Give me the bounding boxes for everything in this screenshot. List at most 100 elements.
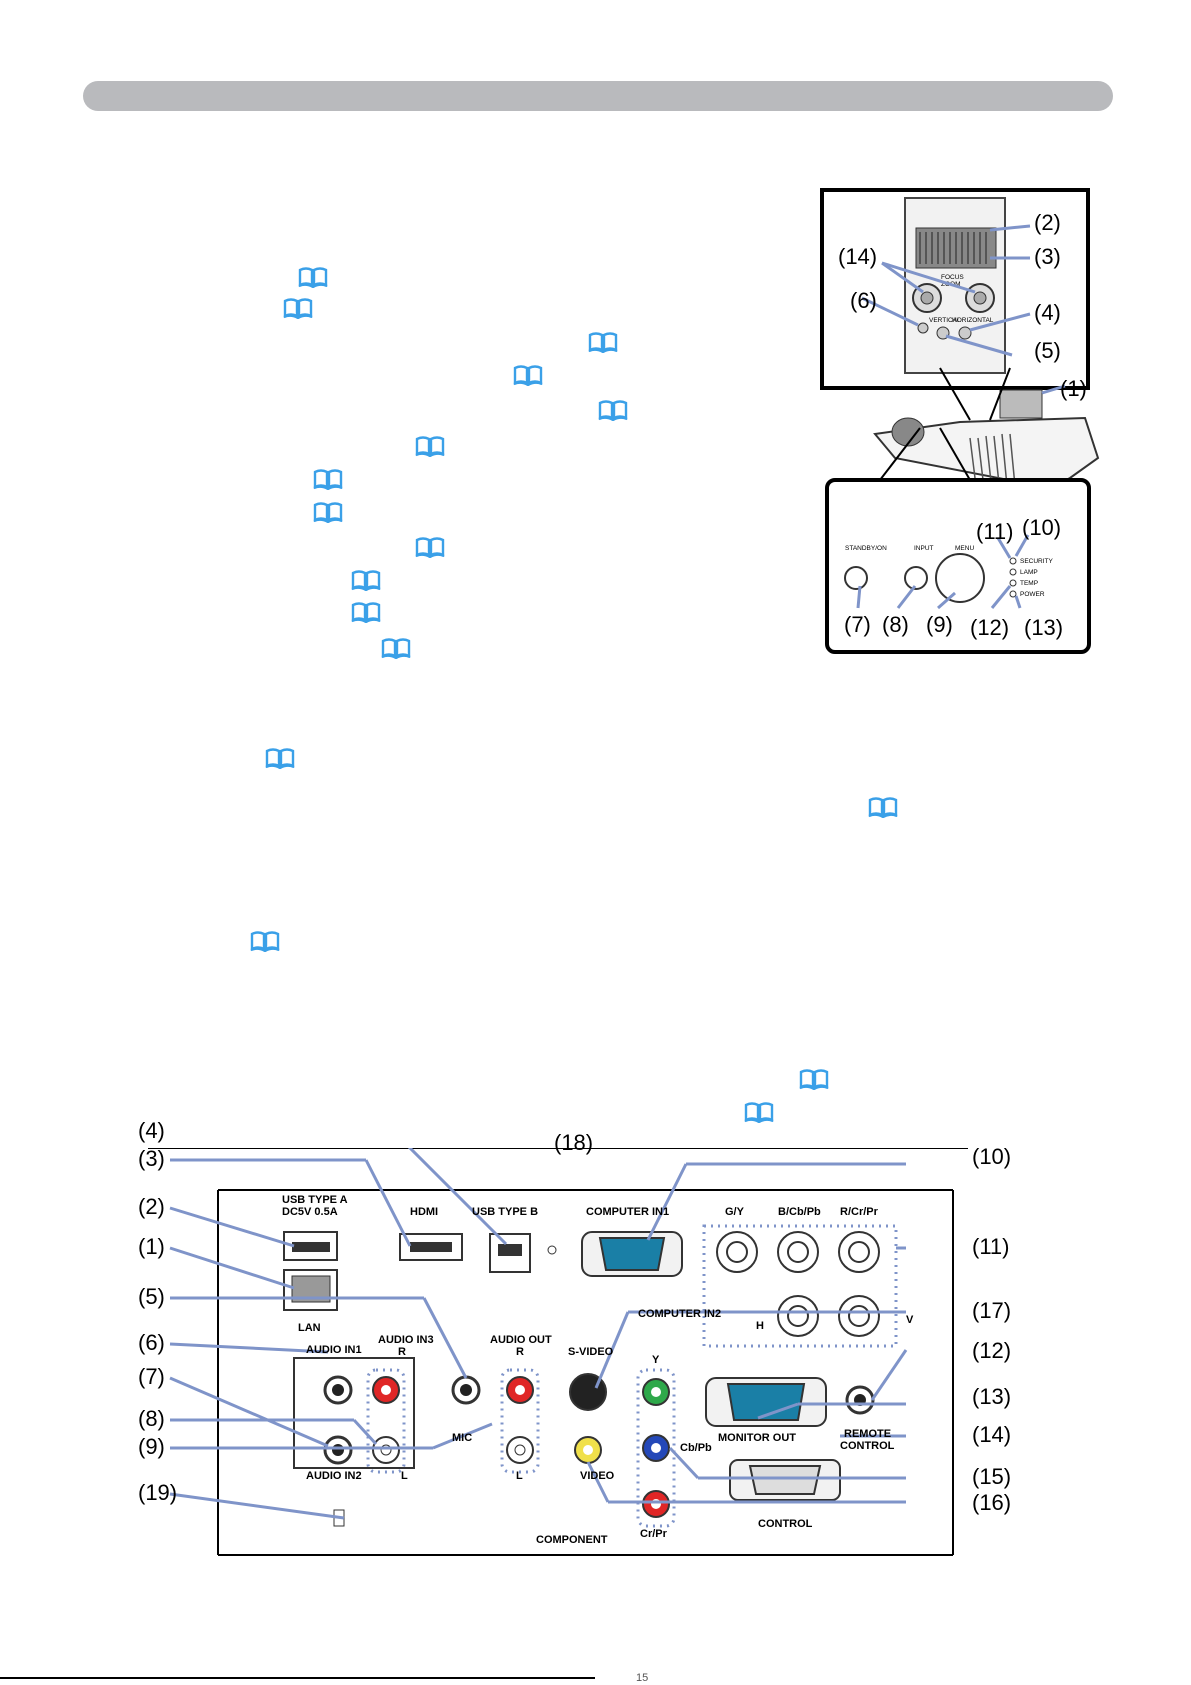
projector-drawing: FOCUS ZOOM VERTICAL HORIZONTAL STA — [820, 188, 1100, 654]
callout-9: (9) — [926, 612, 953, 637]
usb-type-b-label: USB TYPE B — [472, 1206, 539, 1218]
callout-7: (7) — [844, 612, 871, 637]
computer-in2-label: COMPUTER IN2 — [638, 1308, 722, 1320]
callout-14: (14) — [838, 244, 878, 269]
rear-callout-1: (1) — [138, 1234, 165, 1259]
page-number: 15 — [636, 1672, 649, 1684]
rear-callout-8: (8) — [138, 1406, 165, 1431]
standby-on-label: STANDBY/ON — [845, 545, 887, 552]
audio-in3-r-label: R — [398, 1346, 406, 1358]
rear-callout-15: (15) — [972, 1464, 1012, 1489]
rear-callout-17: (17) — [972, 1298, 1012, 1323]
rear-callout-18: (18) — [554, 1130, 594, 1155]
rear-callout-3: (3) — [138, 1146, 165, 1171]
callout-2: (2) — [1034, 210, 1061, 235]
book-reference-icon[interactable] — [250, 930, 280, 952]
rear-callout-19: (19) — [138, 1480, 178, 1505]
rear-callout-4: (4) — [138, 1118, 165, 1143]
remote-label: REMOTE — [844, 1428, 892, 1440]
rear-callout-2: (2) — [138, 1194, 165, 1219]
temp-label: TEMP — [1020, 580, 1038, 587]
standby-button[interactable] — [844, 566, 868, 590]
audio-in2-label: AUDIO IN2 — [306, 1470, 362, 1482]
usb-type-a-label: USB TYPE A — [282, 1194, 348, 1206]
audio-out-r-label: R — [516, 1346, 524, 1358]
rear-callout-12: (12) — [972, 1338, 1012, 1363]
callout-12: (12) — [970, 615, 1010, 640]
remote-control-label: CONTROL — [840, 1440, 895, 1452]
component-label: COMPONENT — [536, 1534, 608, 1546]
y-label: Y — [652, 1354, 660, 1366]
audio-in3-l-label: L — [401, 1470, 408, 1482]
input-button[interactable] — [904, 566, 928, 590]
monitor-out-label: MONITOR OUT — [718, 1432, 797, 1444]
cbpb-label: Cb/Pb — [680, 1442, 712, 1454]
bcbpb-label: B/Cb/Pb — [778, 1206, 821, 1218]
book-reference-icon[interactable] — [283, 297, 313, 319]
rear-callout-16: (16) — [972, 1490, 1012, 1515]
computer-in1-label: COMPUTER IN1 — [586, 1206, 670, 1218]
v-label: V — [906, 1314, 914, 1326]
rear-callout-5: (5) — [138, 1284, 165, 1309]
book-reference-icon[interactable] — [415, 435, 445, 457]
crpr-label: Cr/Pr — [640, 1528, 667, 1540]
book-reference-icon[interactable] — [351, 569, 381, 591]
control-label: CONTROL — [758, 1518, 813, 1530]
menu-button[interactable] — [935, 553, 985, 603]
audio-out-label: AUDIO OUT — [490, 1334, 552, 1346]
audio-out-l-label: L — [516, 1470, 523, 1482]
rcrpr-label: R/Cr/Pr — [840, 1206, 878, 1218]
audio-in1-label: AUDIO IN1 — [306, 1344, 362, 1356]
security-label: SECURITY — [1020, 558, 1054, 565]
rear-callout-6: (6) — [138, 1330, 165, 1355]
rear-panel-drawing — [148, 1140, 968, 1556]
book-reference-icon[interactable] — [415, 536, 445, 558]
mic-label: MIC — [452, 1432, 473, 1444]
book-reference-icon[interactable] — [799, 1068, 829, 1090]
callout-1: (1) — [1060, 376, 1087, 401]
focus-label: FOCUS — [941, 274, 964, 281]
book-reference-icon[interactable] — [513, 364, 543, 386]
rear-callout-7: (7) — [138, 1364, 165, 1389]
rear-callout-10: (10) — [972, 1144, 1012, 1169]
projector-illustration: FOCUS ZOOM VERTICAL HORIZONTAL STA — [820, 188, 1100, 658]
book-reference-icon[interactable] — [313, 468, 343, 490]
book-reference-icon[interactable] — [588, 331, 618, 353]
book-reference-icon[interactable] — [744, 1101, 774, 1123]
h-label: H — [756, 1320, 764, 1332]
s-video-label: S-VIDEO — [568, 1346, 614, 1358]
callout-10: (10) — [1022, 515, 1062, 540]
hdmi-label: HDMI — [410, 1206, 439, 1218]
horizontal-label: HORIZONTAL — [952, 317, 994, 324]
input-label: INPUT — [914, 545, 934, 552]
footer-rule — [0, 1677, 595, 1679]
book-reference-icon[interactable] — [351, 601, 381, 623]
callout-6: (6) — [850, 288, 877, 313]
callout-11: (11) — [976, 519, 1014, 544]
lamp-label: LAMP — [1020, 569, 1038, 576]
book-reference-icon[interactable] — [868, 796, 898, 818]
gy-label: G/Y — [725, 1206, 744, 1218]
audio-in3-label: AUDIO IN3 — [378, 1334, 434, 1346]
vertical-label: VERTICAL — [929, 317, 961, 324]
lan-label: LAN — [298, 1322, 321, 1334]
power-label: POWER — [1020, 591, 1045, 598]
rear-callout-14: (14) — [972, 1422, 1012, 1447]
callout-13: (13) — [1024, 615, 1064, 640]
rear-callout-13: (13) — [972, 1384, 1012, 1409]
rear-callout-11: (11) — [972, 1234, 1010, 1259]
callout-8: (8) — [882, 612, 909, 637]
book-reference-icon[interactable] — [381, 637, 411, 659]
book-reference-icon[interactable] — [598, 399, 628, 421]
book-reference-icon[interactable] — [313, 501, 343, 523]
callout-4: (4) — [1034, 300, 1061, 325]
video-label: VIDEO — [580, 1470, 615, 1482]
menu-label: MENU — [955, 545, 974, 552]
section-title-bar — [83, 81, 1113, 111]
rear-panel-diagram: USB TYPE A DC5V 0.5A HDMI USB TYPE B COM… — [138, 1118, 1048, 1568]
rear-callout-9: (9) — [138, 1434, 165, 1459]
callout-3: (3) — [1034, 244, 1061, 269]
dc5v-label: DC5V 0.5A — [282, 1206, 338, 1218]
book-reference-icon[interactable] — [265, 747, 295, 769]
book-reference-icon[interactable] — [298, 266, 328, 288]
